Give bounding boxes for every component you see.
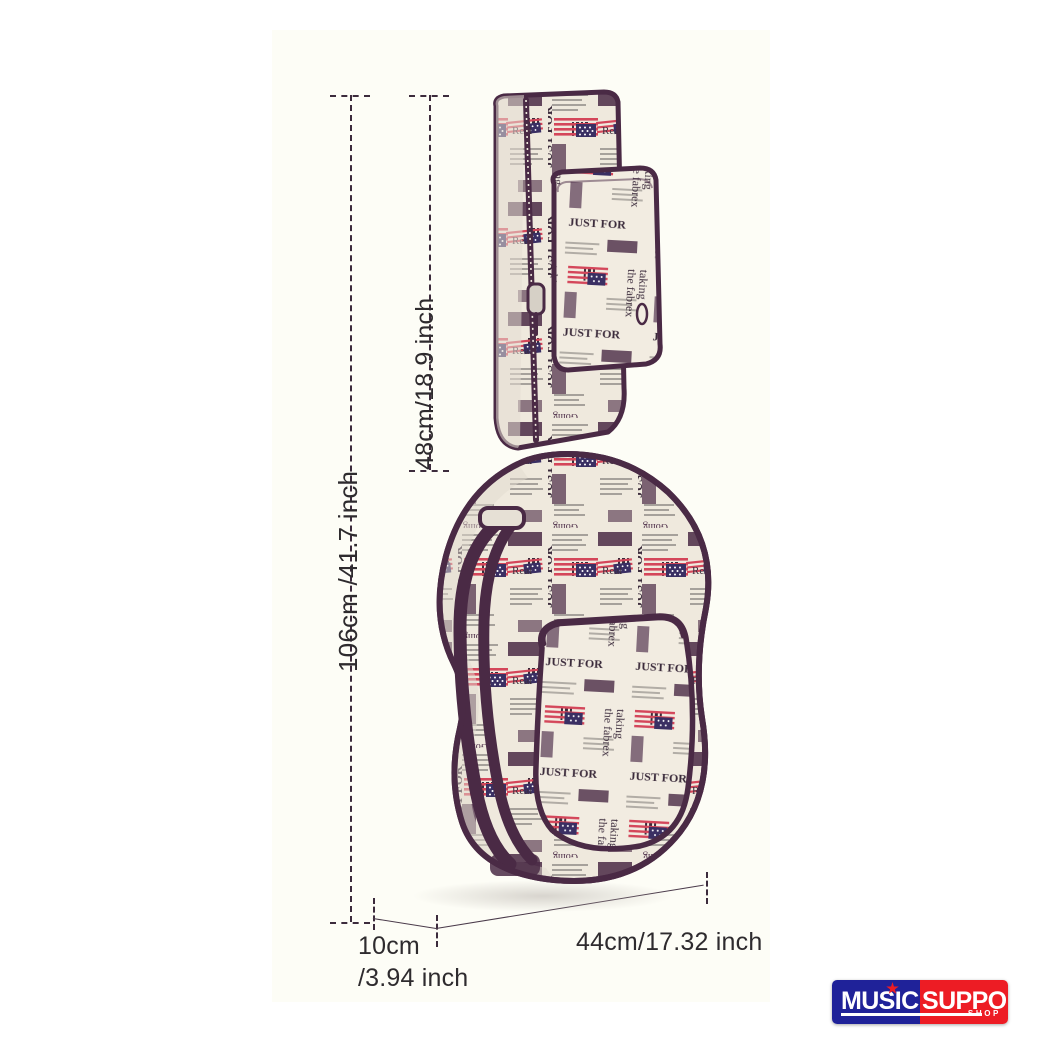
bag-neck-pocket-seam <box>556 177 653 193</box>
height-neck-line <box>429 95 431 470</box>
bag-strap-anchor-bottom <box>490 854 540 876</box>
bag-shoulder-strap-inner <box>478 512 538 866</box>
depth-tick-right <box>436 915 438 947</box>
width-label: 44cm/17.32 inch <box>576 928 763 956</box>
width-tick-right <box>706 872 708 904</box>
bag-neck-pocket <box>550 165 663 373</box>
guitar-gig-bag-illustration: JUST FOR Real Going <box>368 88 728 918</box>
logo-underline-right <box>920 1013 982 1016</box>
star-icon <box>886 982 899 994</box>
bag-front-pocket-zipper <box>541 615 686 647</box>
height-total-label: 106cm /41.7 inch <box>333 470 363 672</box>
bag-neck-pocket-grommet <box>635 302 649 326</box>
depth-label-line2: /3.94 inch <box>358 964 469 992</box>
bag-neck-zipper-teeth <box>525 99 537 441</box>
bag-body-trim <box>436 451 712 884</box>
depth-label: 10cm /3.94 inch <box>358 930 488 994</box>
height-total-line <box>350 95 352 922</box>
bag-shadow <box>413 880 673 912</box>
logo-right-panel: SUPPORT SHOP <box>920 980 1008 1024</box>
logo-word-music: MUSIC <box>841 987 919 1015</box>
brand-logo: MUSIC SUPPORT SHOP <box>832 980 1008 1024</box>
bag-neck-gusset <box>495 95 524 448</box>
depth-tick-left <box>373 898 375 930</box>
height-total-bottom-cap <box>330 922 370 924</box>
logo-word-support: SUPPORT <box>922 987 1008 1015</box>
bag-front-pocket <box>533 613 696 852</box>
bag-zipper-pull-top <box>526 282 546 336</box>
height-neck-bottom-cap <box>409 470 449 472</box>
depth-label-line1: 10cm <box>358 932 420 960</box>
logo-left-panel: MUSIC <box>832 980 920 1024</box>
bag-strap-anchor-top <box>478 506 526 530</box>
logo-underline-left <box>841 1013 920 1016</box>
logo-word-shop: SHOP <box>967 1009 1001 1018</box>
